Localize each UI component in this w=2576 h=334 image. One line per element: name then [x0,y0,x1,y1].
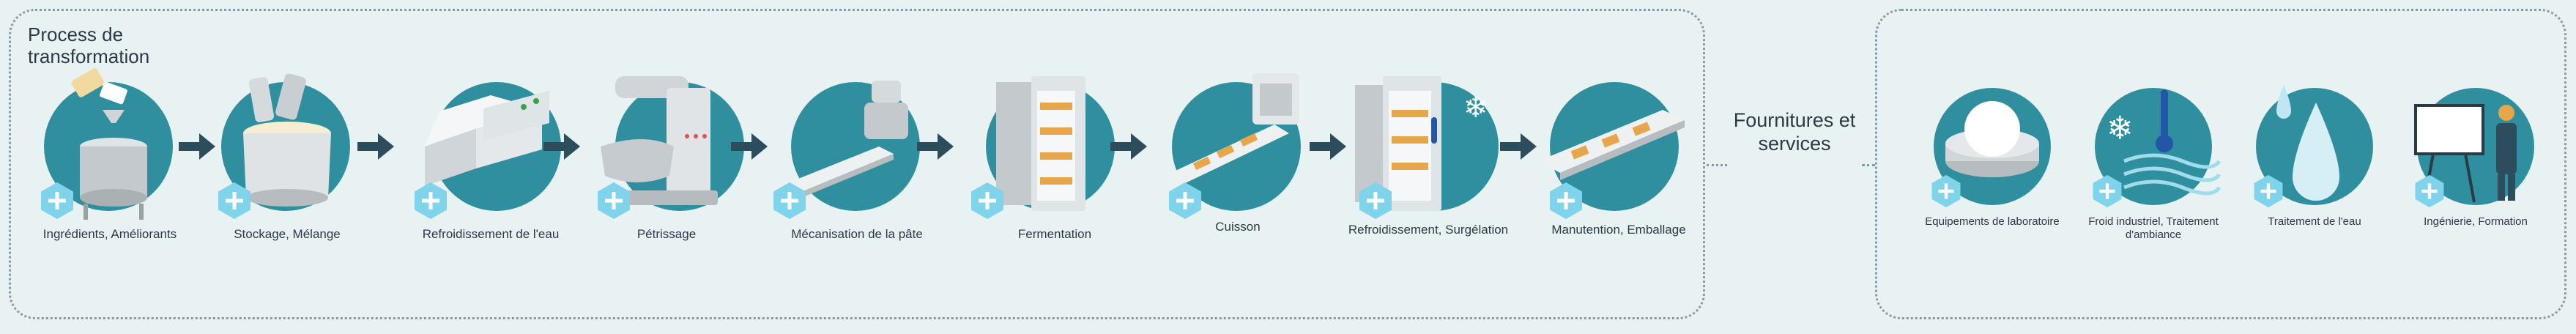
plus-icon[interactable] [2090,174,2124,208]
service-refrigeration[interactable]: ❄ Froid industriel, Traitement d'ambianc… [2073,0,2234,308]
plus-icon[interactable] [1356,182,1395,220]
plus-icon[interactable] [1547,182,1585,220]
svg-text:❄: ❄ [2107,110,2134,147]
connector-line-right [1862,164,1875,166]
mixing-tank-icon [243,73,331,207]
flow-arrow-icon [179,133,215,160]
service-lab-equipment[interactable]: Equipements de laboratoire [1912,0,2073,308]
step-label: Pétrissage [636,227,697,241]
flow-arrow-icon [1310,133,1346,160]
process-step-water-cooling[interactable]: Refroidissement de l'eau [396,0,571,308]
plus-icon[interactable] [595,182,633,220]
process-step-ingredients[interactable]: Ingrédients, Améliorants [22,0,198,308]
plus-icon[interactable] [771,182,809,220]
plus-icon[interactable] [1929,174,1963,208]
freezer-icon: ❄ [1355,76,1488,211]
flow-arrow-icon [1110,133,1147,160]
process-title: Process de transformation [28,23,150,67]
plus-icon[interactable] [1166,182,1204,220]
plus-icon[interactable] [412,182,450,220]
step-label: Manutention, Emballage [1551,223,1686,237]
dough-line-icon [769,81,908,205]
oven-icon [1165,73,1299,186]
service-label: Ingénierie, Formation [2424,215,2528,228]
plus-icon[interactable] [2413,174,2446,208]
flow-arrow-icon [731,133,768,160]
flow-arrow-icon [917,133,954,160]
plus-icon[interactable] [215,182,253,220]
service-label: Equipements de laboratoire [1925,215,2060,228]
conveyor-icon [1538,110,1685,180]
flow-arrow-icon [1500,133,1537,160]
process-step-cooling-freezing[interactable]: ❄ Refroidissement, Surgélation [1340,0,1516,308]
process-step-handling-packaging[interactable]: Manutention, Emballage [1531,0,1707,308]
proofer-icon [996,76,1085,211]
plus-icon[interactable] [2252,174,2285,208]
process-panel [9,9,1705,319]
step-label: Stockage, Mélange [234,227,341,241]
flow-arrow-icon [357,133,394,160]
refrigeration-icon: ❄ [2107,89,2221,196]
step-label: Refroidissement de l'eau [422,227,560,241]
service-label: Traitement de l'eau [2268,215,2361,228]
step-label: Refroidissement, Surgélation [1348,223,1509,237]
service-engineering-training[interactable]: Ingénierie, Formation [2395,0,2556,308]
step-label: Ingrédients, Améliorants [42,227,177,241]
flow-arrow-icon [543,133,580,160]
process-step-storage-mixing[interactable]: Stockage, Mélange [199,0,375,308]
process-step-kneading[interactable]: Pétrissage [579,0,754,308]
step-label: Mécanisation de la pâte [791,227,923,241]
kneader-icon [601,76,718,205]
services-title: Fournitures et services [1733,109,1856,155]
process-step-baking[interactable]: Cuisson [1150,0,1326,308]
lab-equipment-icon [1945,101,2039,177]
process-step-dough-mechanization[interactable]: Mécanisation de la pâte [754,0,930,308]
water-drop-icon [2276,85,2339,201]
service-label: Froid industriel, Traitement d'ambiance [2088,215,2219,241]
connector-line-left [1707,164,1727,166]
step-label: Cuisson [1215,220,1261,234]
water-cooler-icon [425,91,549,186]
step-label: Fermentation [1017,227,1092,241]
plus-icon[interactable] [968,182,1006,220]
ingredients-icon [71,68,147,220]
services-panel [1875,9,2566,319]
svg-text:❄: ❄ [1463,91,1488,125]
plus-icon[interactable] [38,182,76,220]
process-step-fermentation[interactable]: Fermentation [952,0,1128,308]
service-water-treatment[interactable]: Traitement de l'eau [2234,0,2395,308]
